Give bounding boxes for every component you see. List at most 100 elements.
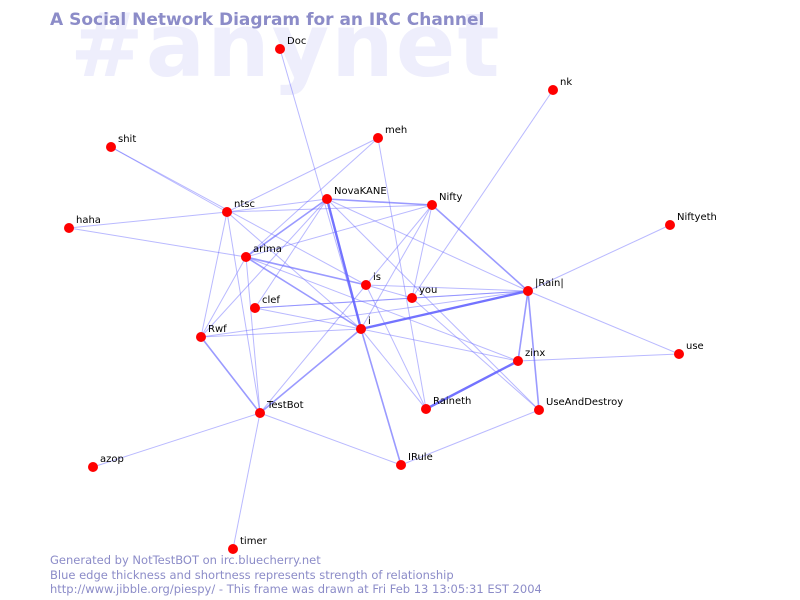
edge-arima-zinx xyxy=(245,256,519,362)
node-label-timer: timer xyxy=(240,536,268,547)
edge-ntsc-i xyxy=(226,211,362,330)
diagram-title: A Social Network Diagram for an IRC Chan… xyxy=(50,10,485,30)
node-meh xyxy=(373,133,383,143)
edge-i-clef xyxy=(254,307,362,330)
footer: Generated by NotTestBOT on irc.bluecherr… xyxy=(50,553,542,597)
node-is xyxy=(361,280,371,290)
node-label-Rain: |Rain| xyxy=(535,278,564,289)
node-label-is: is xyxy=(373,272,381,283)
edge-Nifty-is xyxy=(365,204,433,286)
edge-Nifty-arima xyxy=(245,204,433,258)
node-label-arima: arima xyxy=(253,244,282,255)
node-TestBot xyxy=(255,408,265,418)
edge-i-Rwf xyxy=(200,328,362,338)
node-label-UseAndDestroy: UseAndDestroy xyxy=(546,397,623,408)
node-label-Rwf: Rwf xyxy=(208,324,227,335)
node-label-shit: shit xyxy=(118,134,136,145)
edge-NovaKANE-i xyxy=(325,198,363,330)
node-zinx xyxy=(513,356,523,366)
edge-haha-arima xyxy=(68,227,247,258)
edge-is-you xyxy=(365,284,413,299)
edge-meh-ntsc xyxy=(226,137,379,213)
edge-NovaKANE-Rain xyxy=(326,198,529,292)
edge-arima-Rwf xyxy=(200,256,247,338)
node-label-nk: nk xyxy=(560,77,572,88)
node-label-ntsc: ntsc xyxy=(234,199,255,210)
node-label-clef: clef xyxy=(262,295,280,306)
edge-ntsc-TestBot xyxy=(226,211,261,414)
node-Niftyeth xyxy=(665,220,675,230)
edges-layer xyxy=(68,48,680,550)
edge-NovaKANE-Nifty xyxy=(326,198,433,206)
edge-haha-ntsc xyxy=(68,211,228,229)
node-label-you: you xyxy=(419,285,437,296)
node-label-TestBot: TestBot xyxy=(266,400,304,411)
edge-TestBot-azop xyxy=(92,412,261,468)
edge-Niftyeth-Rain xyxy=(527,224,671,292)
node-nk xyxy=(548,85,558,95)
node-label-i: i xyxy=(368,316,371,327)
edge-is-TestBot xyxy=(259,284,367,414)
edge-Rain-UseAndDestroy xyxy=(527,290,540,411)
edge-i-IRule xyxy=(360,328,402,466)
edge-Doc-i xyxy=(279,48,362,330)
edge-NovaKANE-arima xyxy=(245,198,328,258)
edge-meh-arima xyxy=(245,137,379,258)
edge-shit-is xyxy=(110,146,367,286)
edge-zinx-use xyxy=(517,353,680,362)
node-IRule xyxy=(396,460,406,470)
edge-arima-TestBot xyxy=(245,256,261,414)
edge-shit-ntsc xyxy=(110,146,228,213)
edge-Nifty-you xyxy=(411,204,433,299)
edge-is-Raineth xyxy=(365,284,427,410)
node-label-haha: haha xyxy=(76,215,101,226)
edge-Rain-use xyxy=(527,290,680,355)
node-Rwf xyxy=(196,332,206,342)
node-label-meh: meh xyxy=(385,125,407,136)
node-label-NovaKANE: NovaKANE xyxy=(334,186,387,197)
edge-you-UseAndDestroy xyxy=(411,297,540,411)
edge-i-zinx xyxy=(360,328,519,362)
edge-TestBot-timer xyxy=(232,412,261,550)
edge-you-Rain xyxy=(411,290,529,299)
edge-Rain-i xyxy=(360,289,529,331)
edge-NovaKANE-clef xyxy=(254,198,328,309)
node-i xyxy=(356,324,366,334)
node-NovaKANE xyxy=(322,194,332,204)
edge-Nifty-i xyxy=(360,204,433,330)
node-Rain xyxy=(523,286,533,296)
edge-is-Rain xyxy=(365,284,529,292)
edge-arima-is xyxy=(245,256,367,286)
edge-Nifty-Rain xyxy=(431,204,529,292)
node-shit xyxy=(106,142,116,152)
edge-meh-Raineth xyxy=(377,137,427,410)
edge-TestBot-IRule xyxy=(259,412,402,466)
node-haha xyxy=(64,223,74,233)
footer-legend-note: Blue edge thickness and shortness repres… xyxy=(50,567,454,582)
node-ntsc xyxy=(222,207,232,217)
edge-Rain-Rwf xyxy=(200,290,529,338)
node-arima xyxy=(241,252,251,262)
edge-Rain-zinx xyxy=(517,290,529,362)
edge-i-Raineth xyxy=(360,328,427,410)
node-clef xyxy=(250,303,260,313)
edge-arima-i xyxy=(245,256,362,330)
edge-i-TestBot xyxy=(259,328,362,414)
node-label-IRule: IRule xyxy=(408,452,433,463)
node-label-Doc: Doc xyxy=(287,36,306,47)
node-label-Raineth: Raineth xyxy=(433,396,471,407)
edge-Rwf-TestBot xyxy=(200,336,261,414)
node-azop xyxy=(88,462,98,472)
edge-you-clef xyxy=(254,297,413,309)
node-Raineth xyxy=(421,404,431,414)
node-you xyxy=(407,293,417,303)
node-label-Nifty: Nifty xyxy=(439,192,463,203)
edge-IRule-UseAndDestroy xyxy=(400,409,540,466)
footer-generated-by: Generated by NotTestBOT on irc.bluecherr… xyxy=(50,553,321,567)
node-timer xyxy=(228,544,238,554)
node-label-zinx: zinx xyxy=(525,348,545,359)
node-label-azop: azop xyxy=(100,454,124,465)
node-label-Niftyeth: Niftyeth xyxy=(677,212,717,223)
